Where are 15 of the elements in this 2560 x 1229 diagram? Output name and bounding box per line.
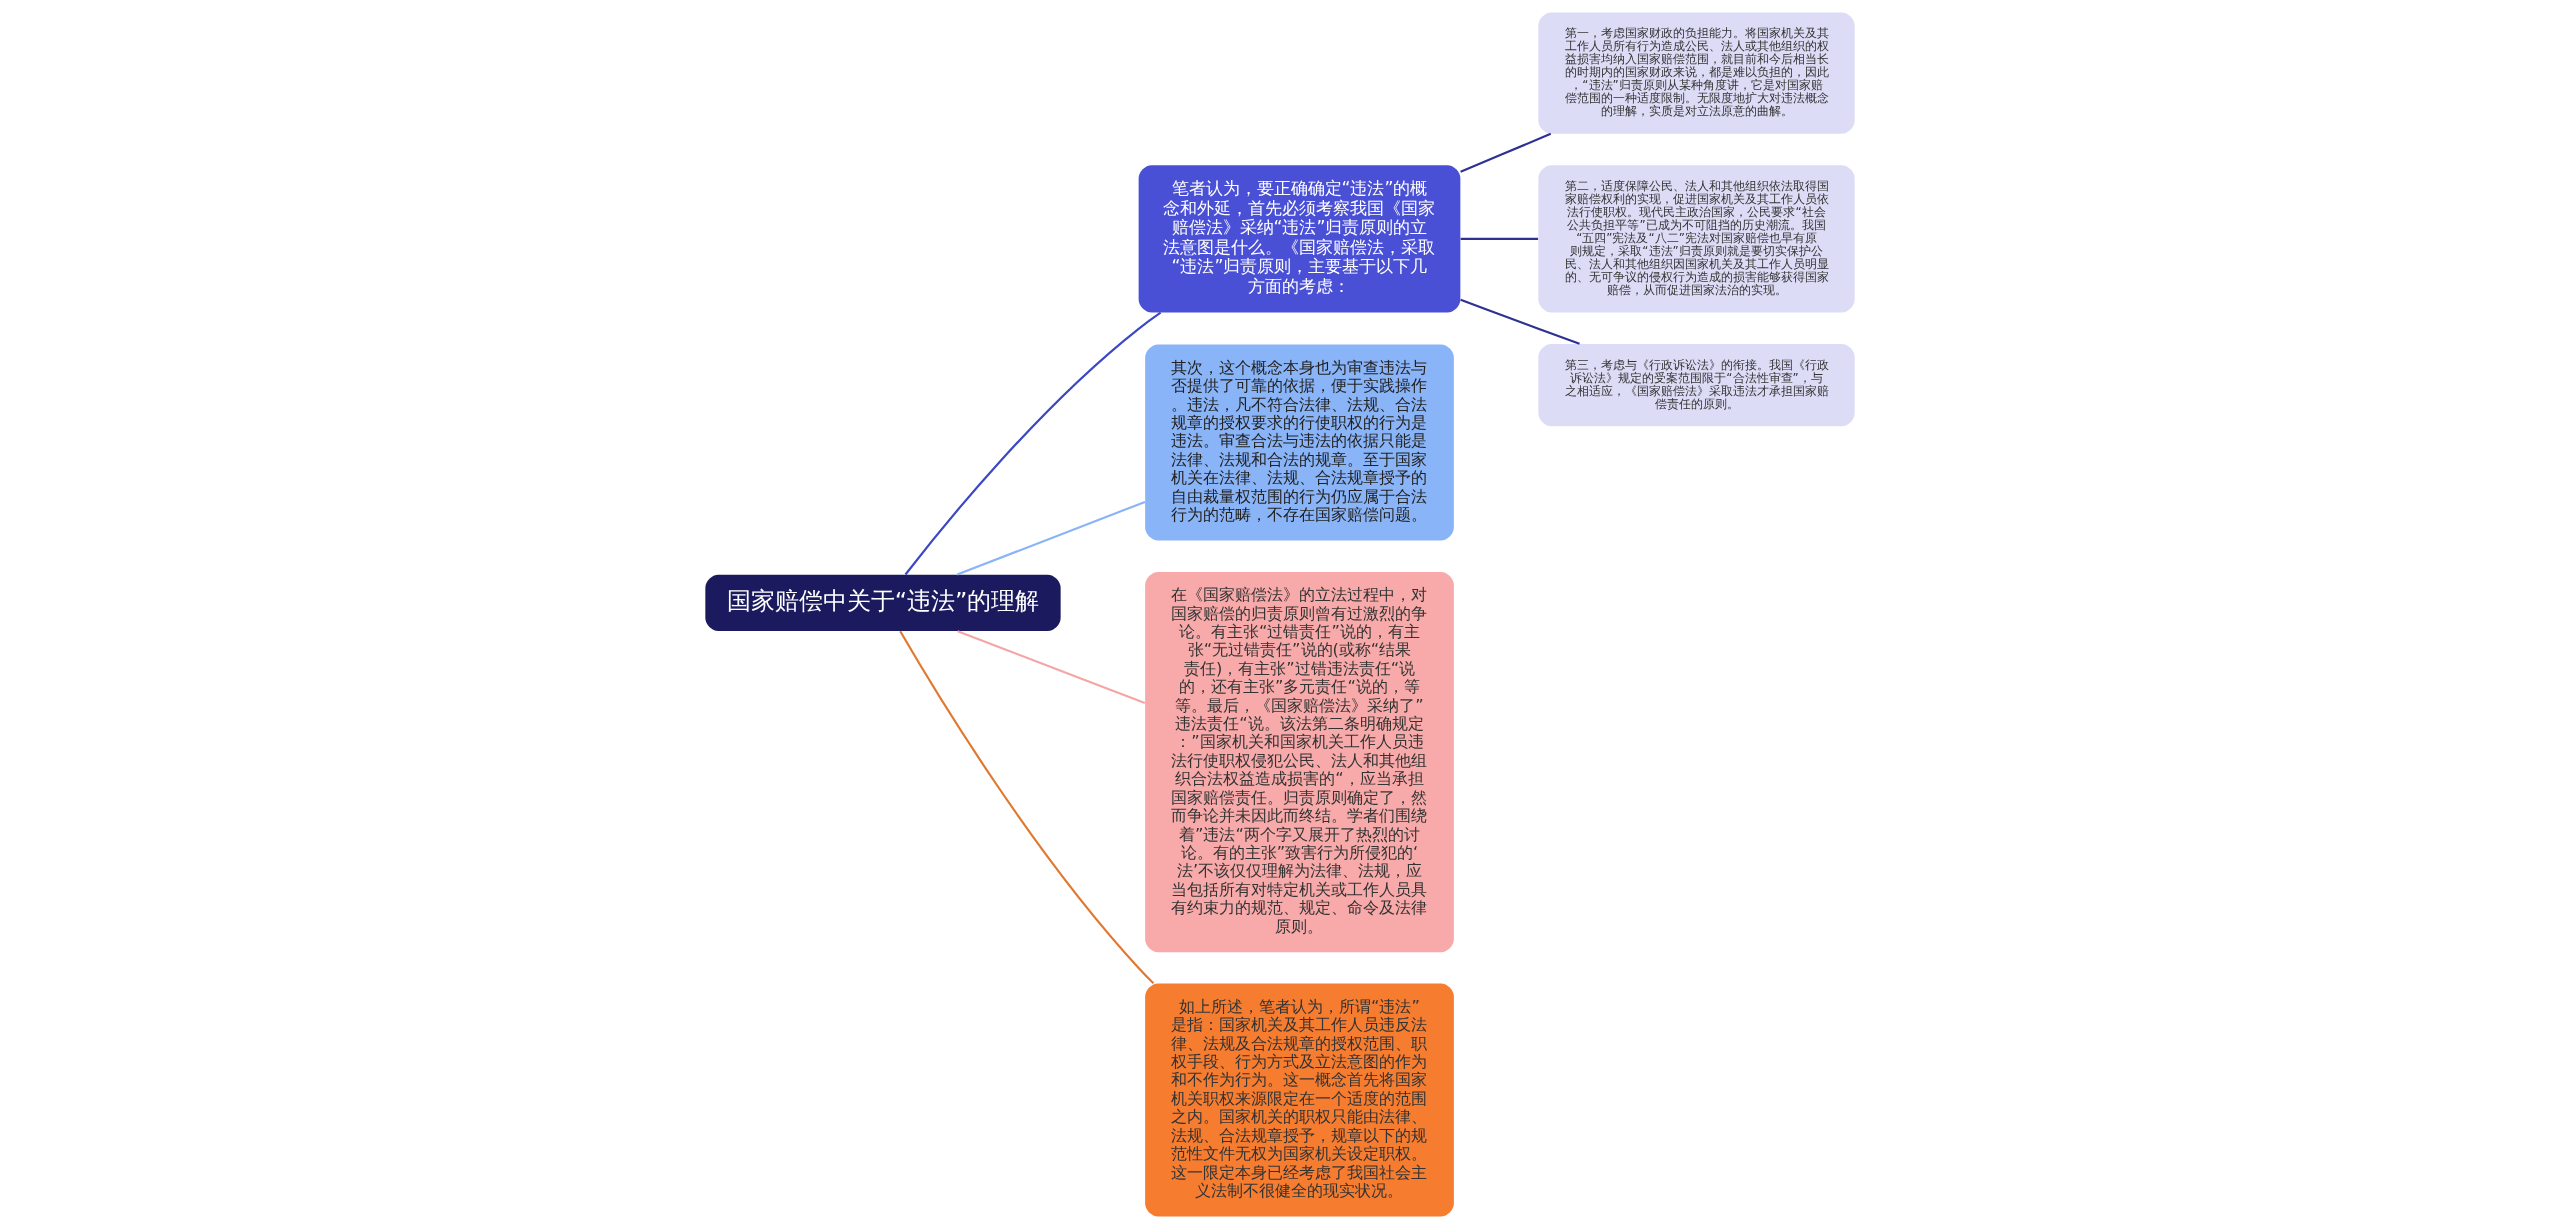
node-box: 第二，适度保障公民、法人和其他组织依法取得国家赔偿权利的实现，促进国家机关及其工作人员依法行使职权。现代民主政治国家，公民要求“社会公共负担平等”已成为不可阻挡的历史潮流。我国“五四”宪法及“八二”宪法对国家赔偿也早有原则规定，采取“违法”归责原则就是要切实保护公民、法人和其他组织因国家机关及其工作人员明显的、无可争议的侵权行为造成的损害能够获得国家赔偿，从而促进国家法治的实现。: [1538, 165, 1855, 313]
connector: [1460, 298, 1580, 345]
connector: [957, 630, 1146, 705]
node-box: 如上所述，笔者认为，所谓“违法”是指：国家机关及其工作人员违反法律、法规及合法规章的授权范围、职权手段、行为方式及立法意图的作为和不作为行为。这一概念首先将国家机关职权来源限定在一个适度的范围之内。国家机关的职权只能由法律、法规、合法规章授予，规章以下的规范性文件无权为国家机关设定职权。这一限定本身已经考虑了我国社会主义法制不很健全的现实状况。: [1145, 983, 1454, 1217]
node-box: 笔者认为，要正确确定“违法”的概念和外延，首先必须考察我国《国家赔偿法》采纳“违法”归责原则的立法意图是什么。《国家赔偿法，采取“违法”归责原则，主要基于以下几方面的考虑：: [1138, 165, 1461, 313]
connector: [1460, 132, 1552, 173]
node-box: 国家赔偿中关于“违法”的理解: [705, 574, 1061, 631]
node-box: 其次，这个概念本身也为审查违法与否提供了可靠的依据，便于实践操作。违法，凡不符合法律、法规、合法规章的授权要求的行使职权的行为是违法。审查合法与违法的依据只能是法律、法规和合法的规章。至于国家机关在法律、法规、合法规章授予的自由裁量权范围的行为仍应属于合法行为的范畴，不存在国家赔偿问题。: [1145, 344, 1454, 541]
node-box: 第三，考虑与《行政诉讼法》的衔接。我国《行政诉讼法》规定的受案范围限于“合法性审查”，与之相适应，《国家赔偿法》采取违法才承担国家赔偿责任的原则。: [1538, 343, 1855, 427]
node-box: 第一，考虑国家财政的负担能力。将国家机关及其工作人员所有行为造成公民、法人或其他组织的权益损害均纳入国家赔偿范围，就目前和今后相当长的时期内的国家财政来说，都是难以负担的，因此，“违法”归责原则从某种角度讲，它是对国家赔偿范围的一种适度限制。无限度地扩大对违法概念的理解，实质是对立法原意的曲解。: [1538, 12, 1855, 134]
connector: [1460, 237, 1539, 240]
node-box: 在《国家赔偿法》的立法过程中，对国家赔偿的归责原则曾有过激烈的争论。有主张“过错责任”说的，有主张“无过错责任”说的(或称“结果责任)，有主张”过错违法责任“说的，还有主张”多元责任“说的，等等。最后，《国家赔偿法》采纳了”违法责任“说。该法第二条明确规定：”国家机关和国家机关工作人员违法行使职权侵犯公民、法人和其他组织合法权益造成损害的“，应当承担国家赔偿责任。归责原则确定了，然而争论并未因此而终结。学者们围绕着”违法“两个字又展开了热烈的讨论。有的主张”致害行为所侵犯的‘法’不该仅仅理解为法律、法规，应当包括所有对特定机关或工作人员具有约束力的规范、规定、命令及法律原则。: [1145, 572, 1454, 953]
connector: [904, 311, 1162, 576]
connector: [899, 630, 1155, 985]
connector: [956, 500, 1146, 576]
